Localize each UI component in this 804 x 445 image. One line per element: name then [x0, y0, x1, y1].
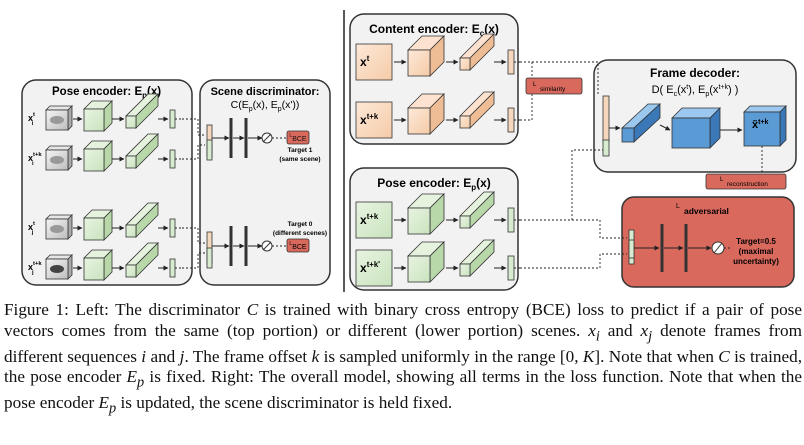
right-pose-input-1-label: xt+k — [360, 212, 379, 227]
right-pose-row-2: xt+k' — [355, 239, 520, 287]
content-vector-2 — [507, 107, 515, 133]
content-input-2-label: xt+k — [360, 112, 379, 127]
frame-thumbnail-3 — [45, 214, 73, 240]
svg-text:uncertainty): uncertainty) — [733, 257, 779, 266]
content-conv-2 — [459, 91, 495, 129]
left-pose-conv-1 — [83, 249, 113, 281]
discriminator-bottom: LBCE Target 0 (different scenes) — [206, 221, 327, 269]
decoder-content-vector — [602, 95, 610, 143]
right-pose-conv-1 — [407, 193, 445, 235]
decoder-block-1 — [620, 103, 662, 143]
left-pose-vector — [169, 109, 176, 129]
content-encoder-title: Content encoder: Ec(x) — [369, 22, 499, 38]
left-pose-vector — [169, 149, 176, 169]
left-pose-conv-1 — [83, 140, 113, 172]
content-vector-1 — [507, 49, 515, 75]
right-pose-conv-1 — [407, 241, 445, 283]
right-connections — [520, 61, 627, 269]
frame-decoder-formula: D( Ec(xt), Ep(xt+k) ) — [652, 84, 739, 98]
right-pose-input-2-label: xt+k' — [360, 260, 380, 275]
left-pose-encoder-title: Pose encoder: Ep(x) — [52, 86, 161, 100]
content-input-1-label: xt — [360, 54, 370, 69]
right-pose-vector-2 — [507, 255, 515, 281]
content-conv-1 — [407, 93, 445, 135]
reconstruction-loss: L reconstruction — [705, 146, 787, 190]
svg-text:reconstruction: reconstruction — [727, 181, 768, 188]
left-pose-conv-2 — [125, 133, 159, 169]
left-connections — [182, 118, 205, 269]
right-pose-input-frame-2 — [355, 249, 393, 287]
figure-caption: Figure 1: Left: The discriminator C is t… — [4, 300, 803, 417]
adversarial-label: adversarial — [684, 206, 729, 216]
output-frame-label: x̃t+k — [752, 119, 769, 131]
svg-text:LBCE: LBCE — [289, 133, 307, 143]
left-pose-conv-2 — [125, 202, 159, 238]
svg-text:L: L — [533, 82, 537, 88]
right-pose-row-1: xt+k — [355, 191, 520, 239]
content-row-1: xt — [355, 33, 520, 81]
content-conv-2 — [459, 33, 495, 71]
left-pose-conv-1 — [83, 100, 113, 132]
content-conv-1 — [407, 35, 445, 77]
figure-diagram: Pose encoder: Ep(x) Scene discriminator:… — [21, 10, 797, 292]
right-pose-conv-2 — [459, 239, 495, 277]
svg-text:L: L — [676, 203, 680, 210]
left-pose-conv-2 — [125, 242, 159, 278]
scene-discriminator-formula: C(Ep(x), Ep(x')) — [231, 99, 300, 113]
svg-text:L: L — [720, 177, 724, 183]
target-half-text: Target=0.5 — [736, 237, 776, 246]
svg-text:(maximal: (maximal — [739, 247, 774, 256]
svg-text:LBCE: LBCE — [289, 241, 307, 251]
decoder-pose-vector — [602, 139, 610, 157]
right-pose-encoder-title: Pose encoder: Ep(x) — [377, 176, 491, 192]
decoder-output-frame: x̃t+k — [743, 105, 787, 147]
right-pose-vector-1 — [507, 207, 515, 233]
bce-loss-top — [286, 130, 310, 145]
content-input-frame-2 — [355, 101, 393, 139]
adversarial-discriminator: Target=0.5 (maximal uncertainty) — [628, 224, 779, 272]
svg-text:similarity: similarity — [540, 86, 566, 93]
adversarial-panel — [621, 196, 795, 288]
target0-text: Target 0 — [288, 221, 313, 228]
similarity-loss: L similarity — [520, 61, 583, 121]
left-pose-vector — [169, 218, 176, 238]
frame-thumbnail-4 — [45, 254, 73, 280]
target1-text: Target 1 — [288, 147, 313, 154]
svg-text:(different scenes): (different scenes) — [273, 230, 327, 237]
decoder-block-2 — [671, 107, 721, 149]
frame-thumbnail-2 — [45, 145, 73, 171]
svg-text:(same scene): (same scene) — [279, 156, 320, 163]
discriminator-top: LBCE Target 1 (same scene) — [206, 118, 321, 163]
left-pose-conv-1 — [83, 209, 113, 241]
frame-thumbnail-1 — [45, 105, 73, 131]
content-input-frame-1 — [355, 43, 393, 81]
frame-decoder-title: Frame decoder: — [650, 66, 740, 80]
left-pose-vector — [169, 258, 176, 278]
scene-discriminator-title: Scene discriminator: — [211, 86, 320, 98]
left-pose-conv-2 — [125, 93, 159, 129]
content-row-2: xt+k — [355, 91, 520, 139]
bce-loss-bottom — [286, 238, 310, 253]
right-pose-conv-2 — [459, 191, 495, 229]
right-pose-input-frame-1 — [355, 201, 393, 239]
